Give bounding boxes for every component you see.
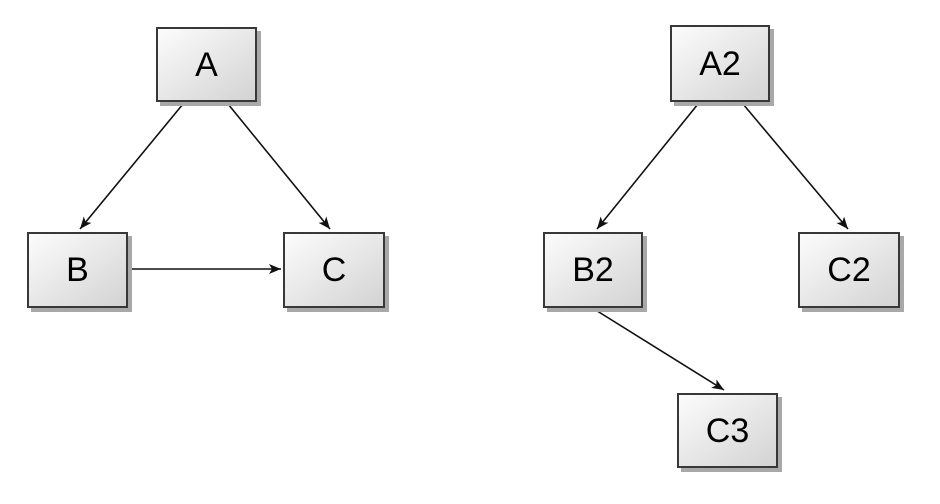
node-B[interactable]: B: [27, 232, 128, 308]
node-label: C: [321, 251, 347, 289]
edge-A-C: [227, 103, 331, 230]
node-label: A: [195, 45, 218, 84]
edge-A2-B2: [596, 103, 699, 230]
edge-A-B: [79, 103, 184, 230]
node-A2[interactable]: A2: [670, 25, 770, 102]
edge-group: [79, 103, 849, 391]
node-label: B2: [572, 251, 614, 289]
node-C3[interactable]: C3: [677, 393, 778, 468]
edge-B2-C3: [593, 308, 725, 391]
node-C2[interactable]: C2: [798, 232, 900, 308]
node-label: C3: [705, 411, 750, 450]
node-C[interactable]: C: [283, 232, 385, 308]
node-label: A2: [699, 44, 741, 83]
node-label: B: [66, 251, 89, 289]
edge-A2-C2: [742, 103, 849, 230]
node-label: C2: [827, 251, 871, 289]
node-B2[interactable]: B2: [543, 232, 643, 308]
node-A[interactable]: A: [156, 27, 257, 102]
